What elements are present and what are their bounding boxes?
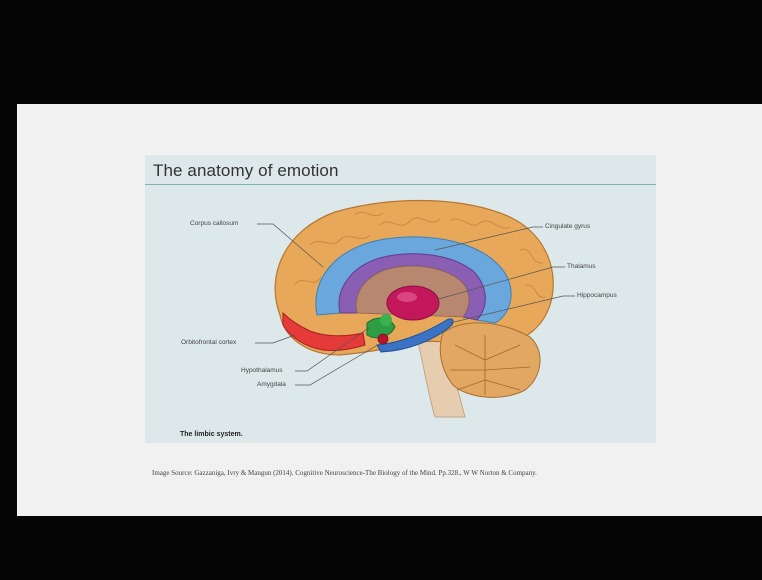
cerebellum — [440, 323, 540, 397]
image-source-citation: Image Source: Gazzaniga, Ivry & Mangun (… — [152, 468, 652, 478]
hypothalamus-nucleus — [380, 314, 392, 326]
label-orbitofrontal-cortex: Orbitofrontal cortex — [181, 339, 236, 346]
slide: The anatomy of emotion — [17, 104, 762, 516]
label-amygdala: Amygdala — [257, 381, 286, 388]
label-cingulate-gyrus: Cingulate gyrus — [545, 223, 590, 230]
label-hypothalamus: Hypothalamus — [241, 367, 283, 374]
label-hippocampus: Hippocampus — [577, 292, 617, 299]
brain-diagram — [145, 155, 656, 443]
thalamus-highlight — [397, 292, 417, 302]
figure-caption: The limbic system. — [180, 431, 243, 438]
label-thalamus: Thalamus — [567, 263, 596, 270]
label-corpus-callosum: Corpus callosum — [190, 220, 238, 227]
thalamus — [387, 286, 439, 320]
amygdala — [378, 334, 388, 344]
limbic-system-figure: The anatomy of emotion — [145, 155, 656, 443]
